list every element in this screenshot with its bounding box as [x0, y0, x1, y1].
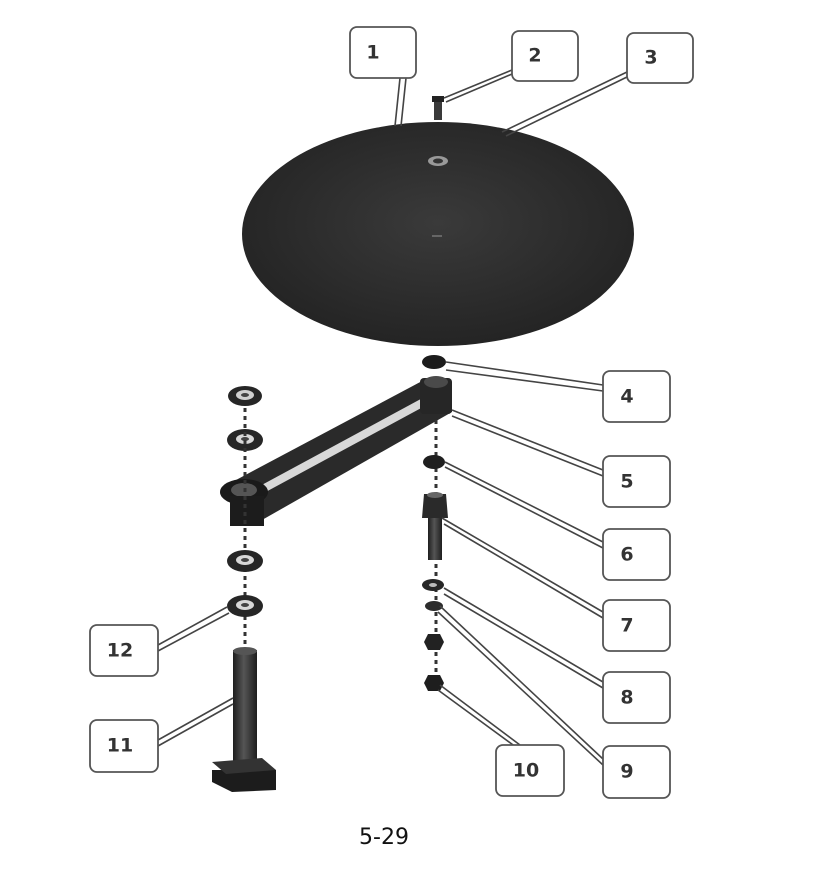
leader-line-3b: [505, 76, 628, 137]
leader-line-7: [441, 517, 604, 613]
leader-line-6b: [444, 466, 604, 549]
callout-12: 12: [89, 624, 159, 677]
washer-8-part: [422, 579, 444, 591]
callout-4: 4: [602, 370, 671, 423]
callout-1: 1: [349, 26, 417, 79]
callout-6: 6: [602, 528, 671, 581]
figure-caption: 5-29: [359, 825, 409, 850]
washer-6-part: [423, 455, 445, 469]
leader-line-2: [443, 69, 513, 99]
callout-11-label: 11: [107, 735, 133, 757]
leader-line-4b: [445, 369, 604, 392]
leader-line-6: [444, 461, 604, 543]
washer-4-part: [422, 355, 446, 369]
callout-10-label: 10: [513, 760, 539, 782]
leader-line-3: [501, 71, 628, 133]
leader-line-11: [157, 697, 234, 741]
base-post-part: [212, 647, 276, 792]
callout-8: 8: [602, 671, 671, 724]
parts-group: [212, 96, 634, 792]
leader-line-8: [443, 587, 604, 683]
callout-2: 2: [511, 30, 579, 82]
callout-10: 10: [495, 744, 565, 797]
callout-12-label: 12: [107, 640, 133, 662]
callout-6-label: 6: [620, 544, 633, 566]
left-lower-bearing-1-part: [227, 550, 263, 572]
callout-1-label: 1: [366, 42, 379, 64]
leader-line-2b: [445, 73, 513, 103]
leader-line-7b: [443, 523, 604, 619]
leader-line-12: [157, 606, 228, 646]
callout-9-label: 9: [620, 761, 633, 783]
callout-2-label: 2: [528, 45, 541, 67]
callout-4-label: 4: [620, 386, 633, 408]
leader-line-11b: [157, 703, 234, 747]
callout-5-label: 5: [620, 471, 633, 493]
leader-line-9b: [437, 611, 604, 766]
leader-line-5: [451, 409, 604, 471]
callout-5: 5: [602, 455, 671, 508]
left-upper-bearing-1-part: [228, 386, 262, 406]
leader-line-8b: [443, 593, 604, 689]
leader-line-4: [445, 361, 604, 386]
callout-7: 7: [602, 599, 671, 652]
leader-lines: [157, 69, 628, 766]
callout-9: 9: [602, 745, 671, 799]
nut-10-part: [424, 675, 444, 691]
callout-3-label: 3: [644, 47, 657, 69]
top-bolt-part: [432, 96, 444, 120]
lock-washer-9-part: [425, 601, 443, 611]
leader-line-9: [439, 605, 604, 760]
left-lower-bearing-2-part: [227, 595, 263, 617]
leader-line-1b: [400, 77, 407, 127]
leader-line-10: [439, 684, 521, 746]
callout-7-label: 7: [620, 615, 633, 637]
leader-line-1: [394, 77, 401, 127]
leader-line-5b: [451, 415, 604, 477]
nut-part: [424, 634, 444, 650]
callout-11: 11: [89, 719, 159, 773]
leader-line-12b: [157, 612, 230, 652]
callout-boxes: 1 2 3 4 5 6 7 8: [89, 26, 694, 799]
callout-3: 3: [626, 32, 694, 84]
callout-8-label: 8: [620, 687, 633, 709]
leader-line-10b: [437, 689, 521, 751]
pivot-pin-part: [422, 492, 448, 560]
round-table-disc-part: [242, 122, 634, 346]
